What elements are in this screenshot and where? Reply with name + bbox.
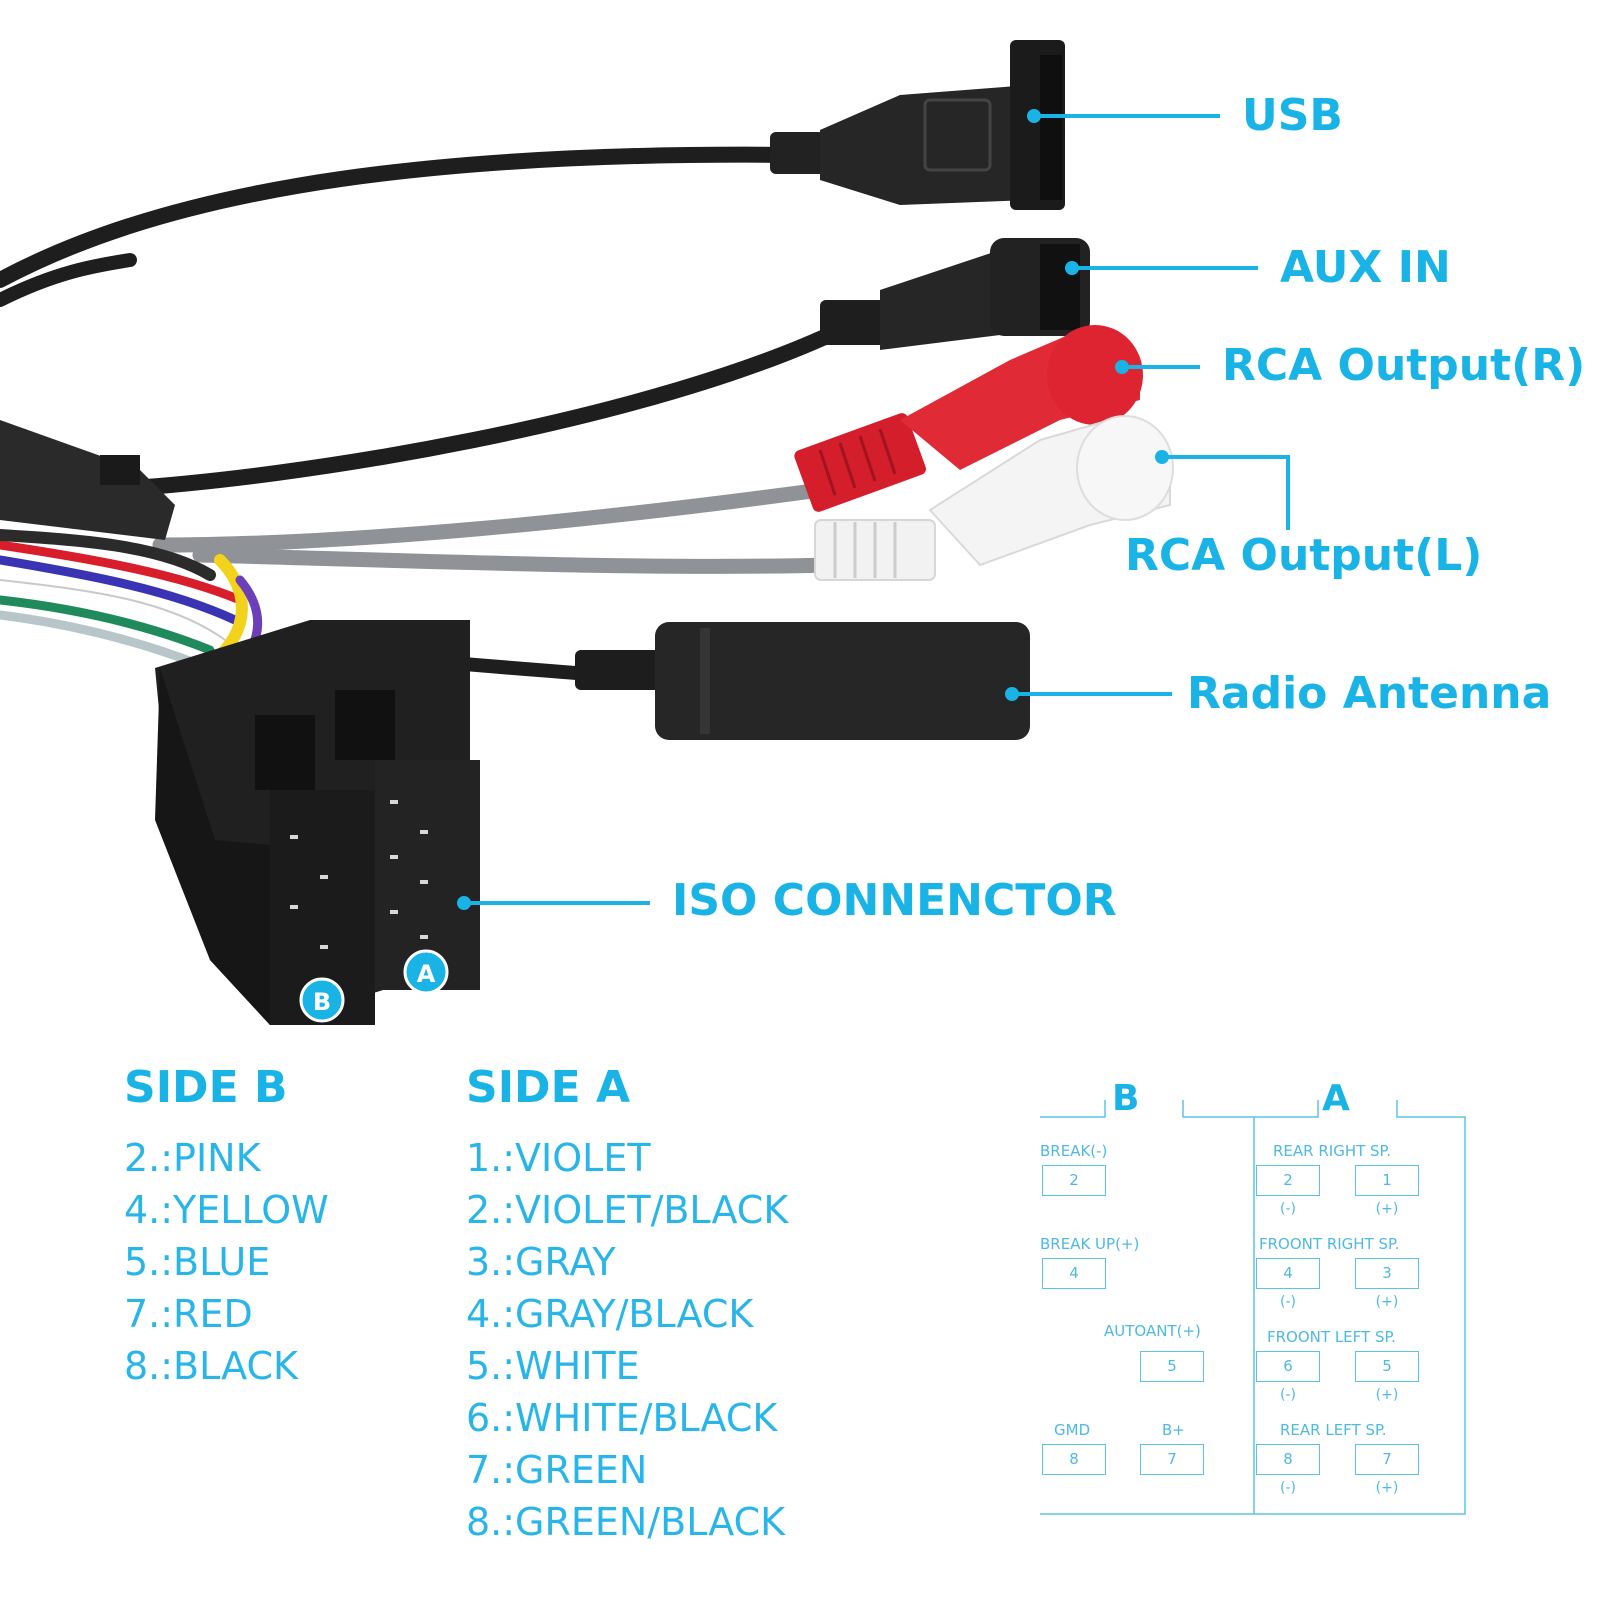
list-item: 5.:BLUE: [124, 1240, 271, 1284]
a-pin-3: 3: [1355, 1258, 1419, 1289]
antenna-jack: [575, 622, 1030, 740]
a-pin-2: 2: [1256, 1165, 1320, 1196]
side-b-title: SIDE B: [124, 1062, 288, 1113]
list-item: 2.:PINK: [124, 1136, 261, 1180]
list-item: 3.:GRAY: [466, 1240, 616, 1284]
badge-b: B: [299, 977, 345, 1023]
list-item: 8.:BLACK: [124, 1344, 298, 1388]
gray-cables: [152, 482, 838, 574]
tab-a-letter: A: [1322, 1078, 1350, 1119]
b-break-up-label: BREAK UP(+): [1040, 1235, 1140, 1253]
b-pin-7: 7: [1140, 1444, 1204, 1475]
aux-jack: [820, 238, 1090, 350]
radio-antenna-label: Radio Antenna: [1187, 668, 1552, 719]
b-bplus-label: B+: [1162, 1421, 1185, 1439]
list-item: 4.:YELLOW: [124, 1188, 329, 1232]
a-front-right-label: FROONT RIGHT SP.: [1259, 1235, 1400, 1253]
polarity-neg: (-): [1280, 1387, 1296, 1403]
polarity-neg: (-): [1280, 1201, 1296, 1217]
list-item: 5.:WHITE: [466, 1344, 640, 1388]
harness-illustration: A B: [0, 40, 1290, 1025]
a-pin-1: 1: [1355, 1165, 1419, 1196]
polarity-pos: (+): [1375, 1201, 1399, 1217]
usb-plug: [770, 40, 1065, 210]
usb-label: USB: [1242, 90, 1343, 141]
a-pin-7: 7: [1355, 1444, 1419, 1475]
polarity-neg: (-): [1280, 1480, 1296, 1496]
list-item: 7.:GREEN: [466, 1448, 648, 1492]
b-break-label: BREAK(-): [1040, 1142, 1108, 1160]
polarity-pos: (+): [1375, 1387, 1399, 1403]
list-item: 8.:GREEN/BLACK: [466, 1500, 786, 1544]
badge-a-label: A: [417, 960, 436, 988]
rca-red-plug: [794, 325, 1143, 512]
side-a-title: SIDE A: [466, 1062, 631, 1113]
polarity-neg: (-): [1280, 1294, 1296, 1310]
rca-white-plug: [814, 415, 1174, 581]
side-b-list: 2.:PINK 4.:YELLOW 5.:BLUE 7.:RED 8.:BLAC…: [124, 1132, 329, 1392]
b-pin-2: 2: [1042, 1165, 1106, 1196]
a-rear-right-label: REAR RIGHT SP.: [1273, 1142, 1392, 1160]
rca-output-r-label: RCA Output(R): [1222, 340, 1586, 391]
iso-connector: [155, 620, 480, 1025]
b-autoant-label: AUTOANT(+): [1104, 1322, 1201, 1340]
leader-lines: [464, 114, 1290, 905]
list-item: 7.:RED: [124, 1292, 253, 1336]
a-pin-6: 6: [1256, 1351, 1320, 1382]
a-pin-8: 8: [1256, 1444, 1320, 1475]
polarity-pos: (+): [1375, 1480, 1399, 1496]
a-pin-5: 5: [1355, 1351, 1419, 1382]
badge-a: A: [403, 949, 449, 995]
a-pin-4: 4: [1256, 1258, 1320, 1289]
b-pin-5: 5: [1140, 1351, 1204, 1382]
list-item: 4.:GRAY/BLACK: [466, 1292, 754, 1336]
tab-b-letter: B: [1112, 1078, 1140, 1119]
pin-diagram: B A BREAK(-) 2 BREAK UP(+) 4 AUTOANT(+) …: [1040, 1078, 1480, 1550]
rca-output-l-label: RCA Output(L): [1125, 530, 1483, 581]
b-pin-4: 4: [1042, 1258, 1106, 1289]
leader-dots: [457, 109, 1169, 910]
polarity-pos: (+): [1375, 1294, 1399, 1310]
list-item: 1.:VIOLET: [466, 1136, 651, 1180]
left-plug: [0, 420, 175, 540]
a-rear-left-label: REAR LEFT SP.: [1280, 1421, 1387, 1439]
badge-b-label: B: [313, 988, 331, 1016]
wire-bundle: [0, 529, 263, 670]
list-item: 6.:WHITE/BLACK: [466, 1396, 778, 1440]
aux-in-label: AUX IN: [1280, 242, 1451, 293]
iso-connector-label: ISO CONNENCTOR: [672, 875, 1117, 926]
side-a-list: 1.:VIOLET 2.:VIOLET/BLACK 3.:GRAY 4.:GRA…: [466, 1132, 788, 1548]
pin-diagram-frame: [1040, 1100, 1466, 1515]
b-gmd-label: GMD: [1054, 1421, 1091, 1439]
a-front-left-label: FROONT LEFT SP.: [1267, 1328, 1396, 1346]
list-item: 2.:VIOLET/BLACK: [466, 1188, 789, 1232]
b-pin-8: 8: [1042, 1444, 1106, 1475]
